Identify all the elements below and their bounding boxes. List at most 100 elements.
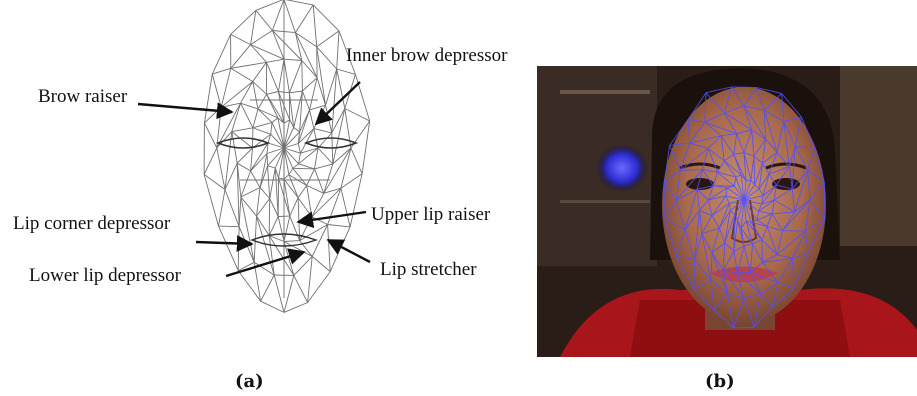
mesh-edge bbox=[279, 178, 285, 179]
mesh-edge bbox=[251, 171, 260, 188]
mesh-edge bbox=[284, 0, 295, 33]
mesh-edge bbox=[272, 122, 284, 148]
mesh-edge bbox=[362, 121, 370, 174]
mesh-edge bbox=[290, 216, 300, 241]
arrow-brow-raiser bbox=[138, 104, 232, 112]
mesh-edge bbox=[294, 275, 308, 302]
mesh-edge bbox=[258, 94, 267, 109]
mesh-edge bbox=[284, 303, 308, 313]
mesh-edge bbox=[258, 109, 272, 122]
mesh-edge bbox=[267, 154, 268, 166]
mesh-edge bbox=[212, 68, 231, 74]
mesh-edge bbox=[212, 34, 230, 74]
mesh-edge bbox=[328, 225, 351, 227]
mesh-edge bbox=[284, 241, 300, 242]
mesh-edge bbox=[269, 217, 278, 236]
panel-b: (b) bbox=[537, 66, 917, 392]
mesh-edge bbox=[251, 45, 267, 63]
mesh-edge bbox=[324, 164, 333, 193]
face-photo bbox=[537, 66, 917, 357]
mesh-edge bbox=[221, 82, 253, 108]
mesh-edge bbox=[314, 129, 332, 133]
mesh-edge bbox=[308, 256, 313, 302]
mesh-edge bbox=[268, 166, 276, 168]
mesh-edge bbox=[310, 78, 318, 110]
mesh-edge bbox=[219, 226, 240, 227]
mesh-edge bbox=[272, 118, 278, 122]
mesh-edge bbox=[289, 61, 301, 93]
wireframe-eyes bbox=[218, 138, 356, 148]
mesh-edge bbox=[324, 148, 351, 193]
mesh-edge bbox=[253, 109, 258, 128]
mesh-edge bbox=[298, 186, 307, 198]
mesh-edge bbox=[238, 227, 239, 271]
label-lip-corner-depressor: Lip corner depressor bbox=[13, 213, 171, 234]
mesh-edge bbox=[284, 275, 294, 312]
mesh-edge bbox=[267, 59, 285, 62]
mesh-edge bbox=[284, 59, 302, 60]
label-lip-stretcher: Lip stretcher bbox=[380, 259, 477, 280]
label-arrows bbox=[138, 82, 370, 276]
mesh-edge bbox=[298, 144, 300, 154]
mesh-edge bbox=[289, 91, 302, 93]
mesh-edge bbox=[251, 154, 267, 171]
mesh-edge bbox=[238, 271, 260, 302]
mesh-edge bbox=[307, 169, 315, 186]
label-upper-lip-raiser: Upper lip raiser bbox=[371, 204, 491, 225]
mesh-edge bbox=[289, 168, 293, 174]
mesh-edge bbox=[824, 182, 825, 220]
mesh-edge bbox=[762, 240, 763, 263]
mesh-edge bbox=[204, 74, 212, 123]
arrow-lip-stretcher bbox=[328, 240, 370, 262]
mesh-edge bbox=[732, 87, 757, 88]
mesh-edge bbox=[294, 128, 300, 133]
mesh-edge bbox=[231, 68, 253, 81]
mesh-edge bbox=[232, 128, 253, 132]
mesh-edge bbox=[232, 132, 253, 148]
mesh-edge bbox=[315, 164, 333, 169]
mesh-edge bbox=[272, 0, 284, 31]
mesh-edge bbox=[261, 301, 284, 312]
mesh-edge bbox=[271, 122, 272, 134]
mesh-edge bbox=[328, 188, 341, 224]
mesh-edge bbox=[313, 5, 317, 47]
mesh-edge bbox=[307, 186, 312, 217]
mesh-edge bbox=[337, 69, 356, 74]
mesh-edge bbox=[289, 175, 298, 198]
mesh-edge bbox=[315, 148, 319, 169]
mesh-edge bbox=[274, 275, 284, 312]
mesh-edge bbox=[251, 31, 273, 45]
mesh-edge bbox=[284, 120, 290, 148]
mesh-edge bbox=[298, 198, 312, 217]
mesh-edge bbox=[284, 216, 290, 241]
mesh-edge bbox=[289, 93, 293, 128]
mesh-edge bbox=[298, 198, 300, 241]
label-inner-brow-depressor: Inner brow depressor bbox=[346, 45, 508, 66]
mesh-edge bbox=[302, 61, 317, 78]
panel-a: Brow raiser Inner brow depressor Upper l… bbox=[13, 0, 508, 392]
mesh-edge bbox=[345, 109, 370, 122]
mesh-edge bbox=[253, 128, 271, 135]
mesh-edge bbox=[293, 168, 307, 185]
mesh-edge bbox=[293, 168, 315, 169]
mesh-edge bbox=[261, 275, 275, 301]
label-lower-lip-depressor: Lower lip depressor bbox=[29, 265, 182, 286]
mesh-edge bbox=[217, 148, 225, 190]
mesh-edge bbox=[253, 122, 272, 127]
mesh-edge bbox=[257, 216, 270, 236]
mesh-edge bbox=[219, 226, 239, 271]
mesh-edge bbox=[341, 188, 350, 227]
mesh-edge bbox=[268, 166, 270, 199]
mesh-edge bbox=[312, 256, 330, 271]
mesh-edge bbox=[345, 109, 351, 149]
mesh-edge bbox=[258, 109, 278, 118]
mesh-edge bbox=[351, 148, 362, 174]
mesh-edge bbox=[295, 33, 301, 61]
mesh-edge bbox=[318, 133, 332, 148]
arrow-lip-corner-depressor bbox=[196, 242, 252, 244]
mesh-edge bbox=[237, 163, 250, 171]
mesh-edge bbox=[253, 62, 267, 81]
mesh-edge bbox=[278, 217, 284, 242]
label-brow-raiser: Brow raiser bbox=[38, 86, 128, 107]
mesh-edge bbox=[204, 174, 218, 226]
